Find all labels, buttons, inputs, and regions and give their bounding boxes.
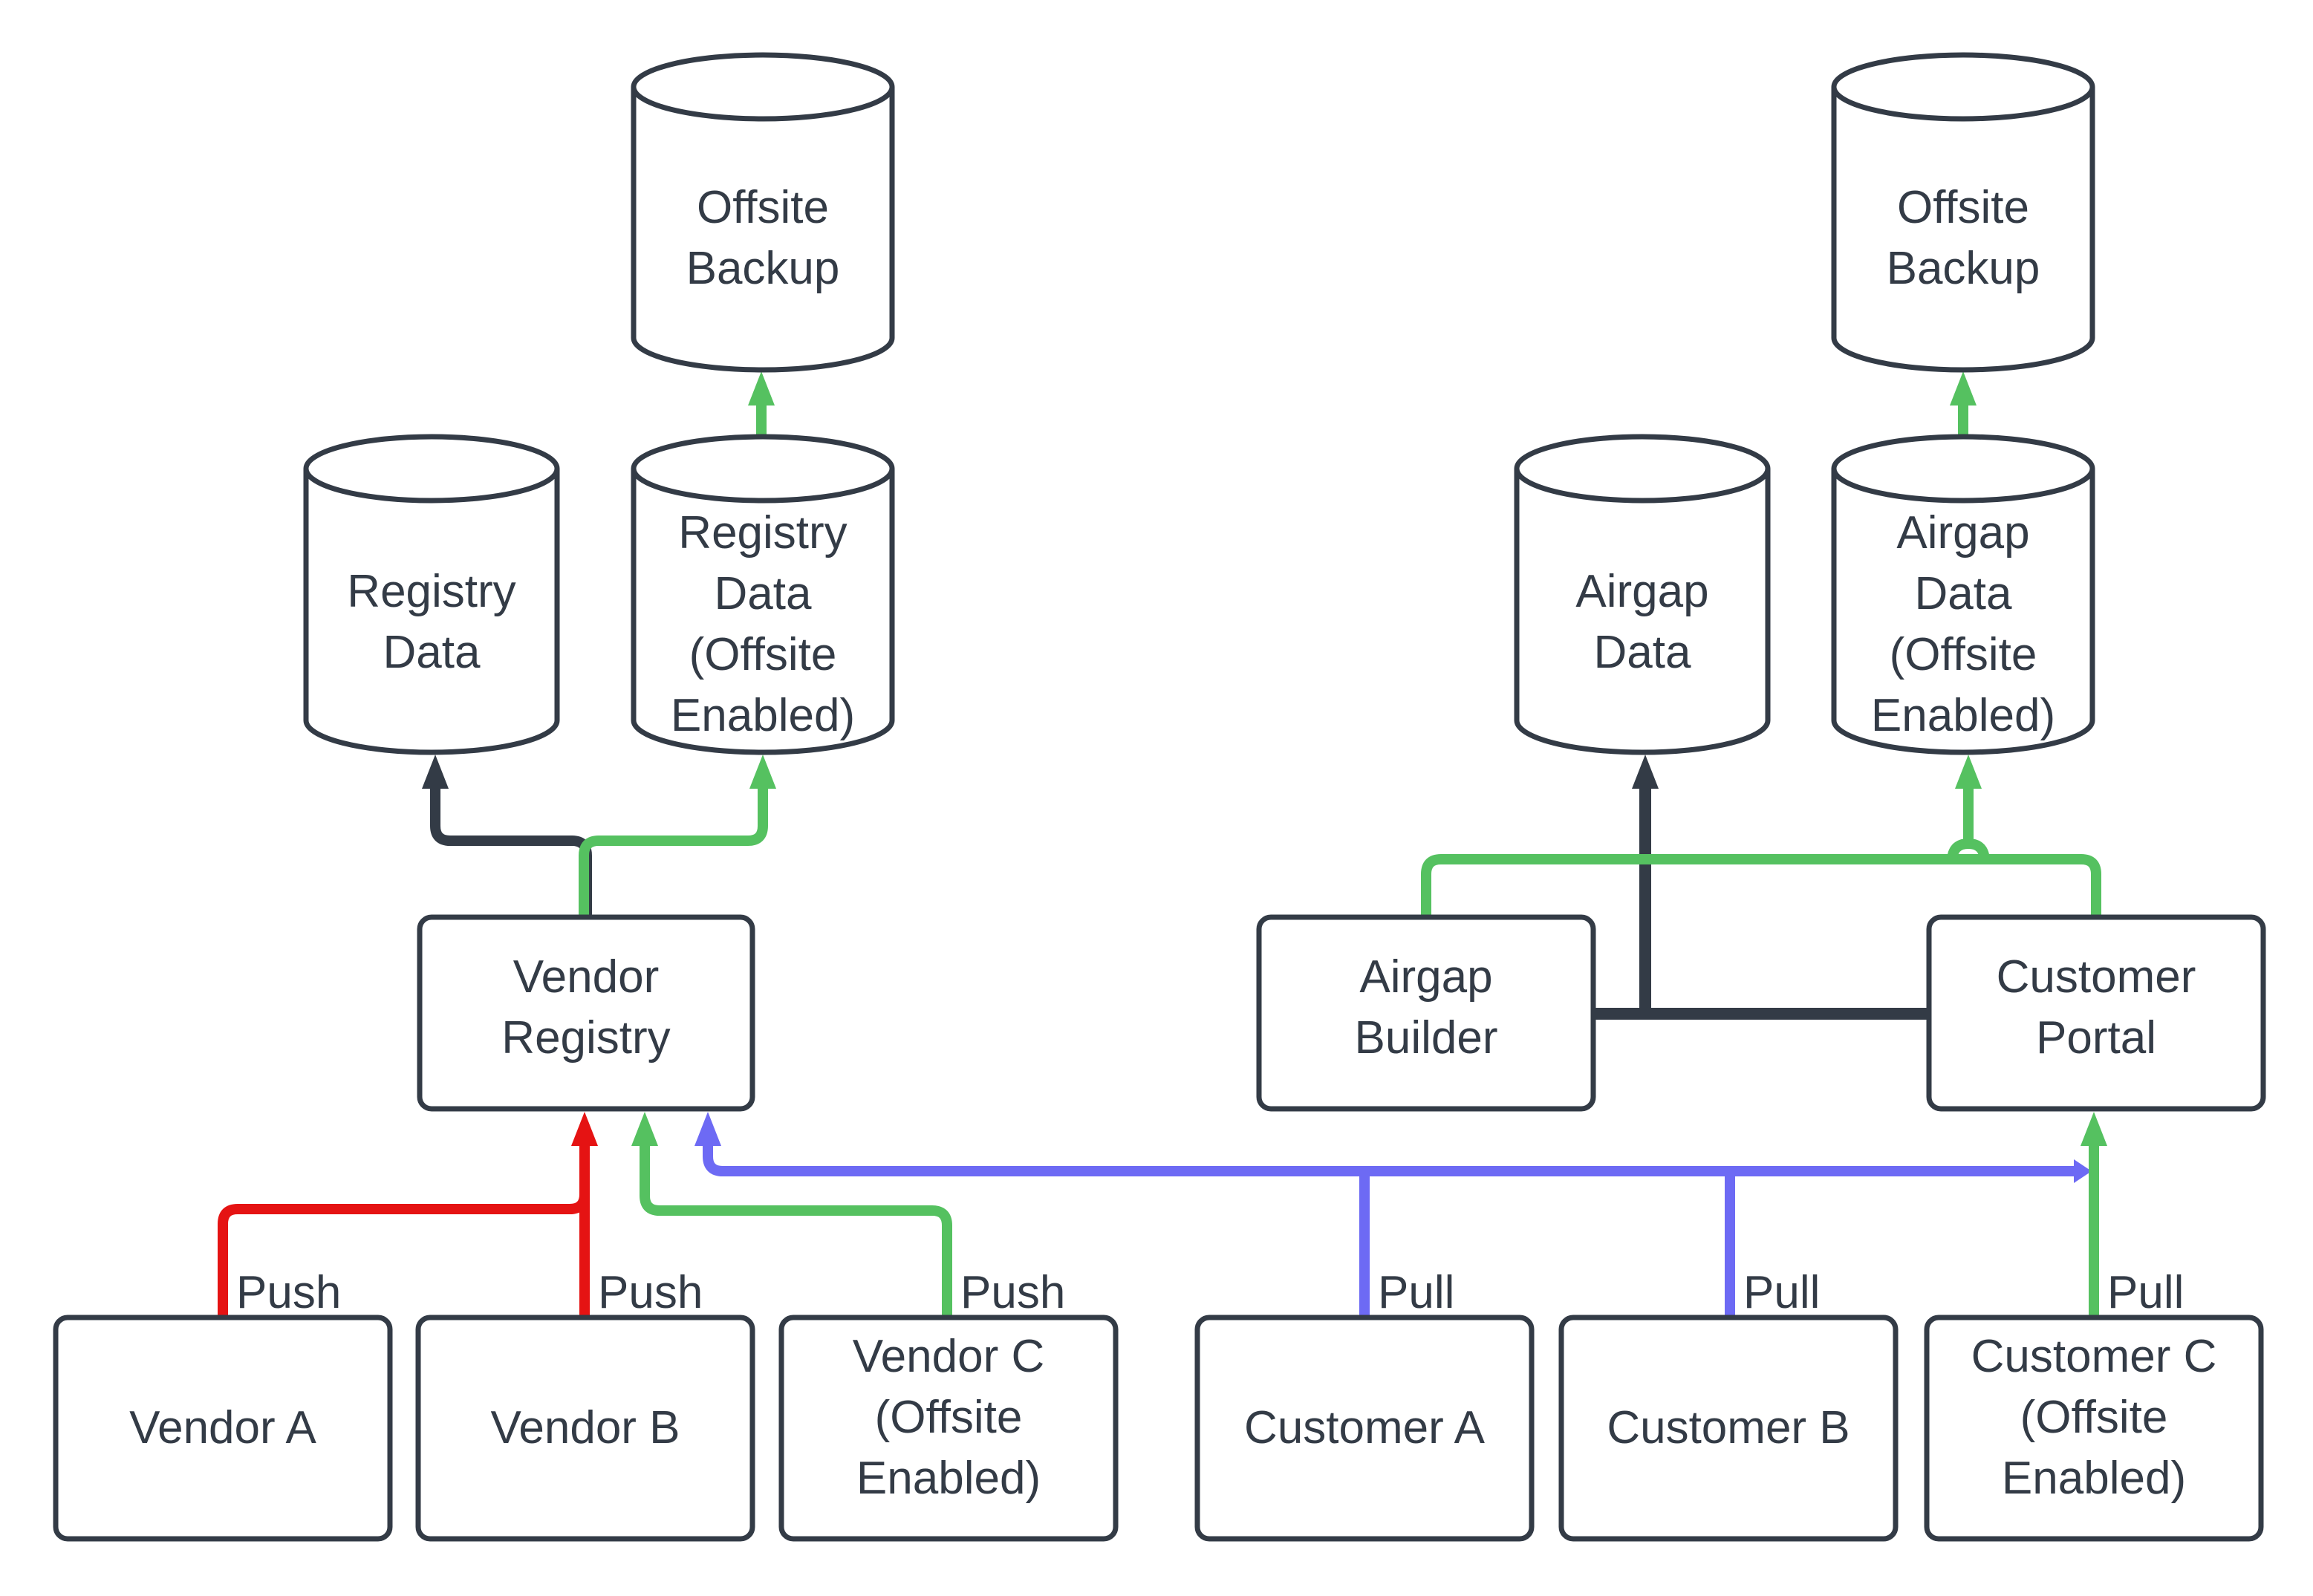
arrowhead-into-airgap-data-offsite — [1955, 755, 1982, 789]
arrowhead-into-airgap-data — [1632, 755, 1659, 789]
edge-vendor-registry-to-registry-data-offsite — [579, 789, 768, 917]
arrowhead-pull-into-vendor-registry — [694, 1112, 721, 1146]
arrowhead-customer-c-into-portal — [2081, 1112, 2107, 1146]
cylinder-airgap-data-offsite — [1831, 434, 2095, 755]
edge-group-offsite-enabled — [579, 371, 2107, 1317]
cylinder-registry-data-offsite-rim — [631, 468, 895, 504]
arrowhead-vendor-c-into-vendor-registry — [631, 1112, 658, 1146]
cylinder-registry-data-rim — [303, 468, 560, 504]
arrowhead-into-registry-data-offsite — [749, 755, 776, 789]
box-vendor-b — [415, 1315, 755, 1542]
box-customer-portal — [1926, 914, 2266, 1112]
cylinder-offsite-backup-left-rim — [631, 86, 895, 122]
edge-vendor-c-push — [640, 1144, 952, 1317]
box-airgap-builder — [1256, 914, 1596, 1112]
arrowhead-pull-trunk-end — [2074, 1159, 2092, 1183]
box-vendor-a — [53, 1315, 393, 1542]
node-shapes-boxes — [53, 914, 2266, 1542]
cylinder-offsite-backup-right-rim — [1831, 86, 2095, 122]
cylinder-airgap-data — [1514, 434, 1771, 755]
edge-customers-pull-trunk — [703, 1144, 2080, 1176]
edge-group-pull-standard — [694, 1112, 2092, 1317]
arrowhead-into-offsite-backup-left — [748, 371, 775, 405]
edge-fork-to-airgap-data-offsite — [1947, 789, 1990, 862]
edge-group-push-standard — [218, 1112, 598, 1323]
box-vendor-c — [778, 1315, 1119, 1542]
cylinder-registry-data — [303, 434, 560, 755]
edge-vendor-a-push — [218, 1188, 591, 1323]
cylinder-registry-data-offsite — [631, 434, 895, 755]
arrowhead-push-into-vendor-registry — [571, 1112, 598, 1146]
arrowhead-into-registry-data — [422, 755, 449, 789]
node-shapes-cylinders — [303, 52, 2095, 755]
cylinder-offsite-backup-right — [1831, 52, 2095, 373]
cylinder-airgap-data-rim — [1514, 468, 1771, 504]
edge-builder-portal-offsite-trunk — [1421, 854, 2101, 917]
edge-vendor-registry-to-registry-data — [430, 789, 592, 917]
cylinder-airgap-data-offsite-rim — [1831, 468, 2095, 504]
arrowhead-into-offsite-backup-right — [1950, 371, 1977, 405]
box-customer-b — [1558, 1315, 1899, 1542]
box-customer-c — [1924, 1315, 2264, 1542]
cylinder-offsite-backup-left — [631, 52, 895, 373]
box-vendor-registry — [417, 914, 755, 1112]
box-customer-a — [1194, 1315, 1535, 1542]
